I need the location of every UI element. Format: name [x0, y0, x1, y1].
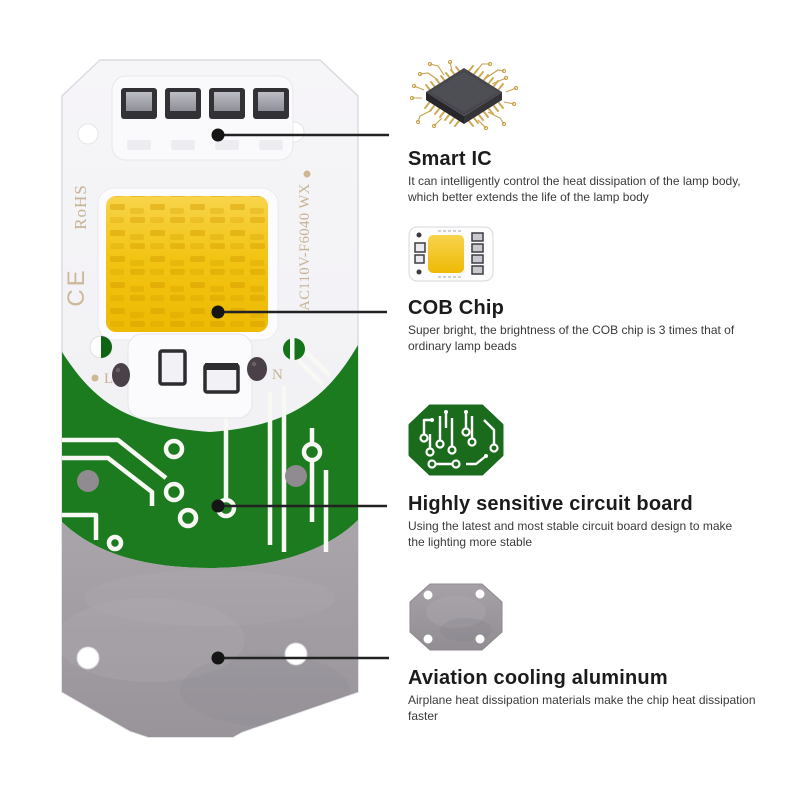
callout-dot-smart-ic [211, 128, 225, 142]
led-module: L N RoHS CE AC110V-F6040 WX [61, 59, 359, 738]
solder-pad-left [112, 363, 130, 387]
callout-dots [211, 128, 225, 665]
cob-led-panel [97, 187, 279, 341]
pcb-screw-right [283, 338, 305, 360]
terminal-n-label: N [272, 367, 283, 383]
module-hole-top-left [77, 123, 99, 145]
callout-title: Smart IC [408, 148, 492, 170]
callout-title: Aviation cooling aluminum [408, 667, 668, 689]
pcb-hole-right [285, 465, 307, 487]
pcb-screw-left [89, 335, 113, 359]
callout-title: Highly sensitive circuit board [408, 493, 693, 515]
callout-smart-ic: Smart IC It can intelligently control th… [408, 58, 780, 205]
callout-lines [218, 133, 389, 660]
smart-ic-chip-icon [408, 58, 780, 143]
callout-description: Using the latest and most stable circuit… [408, 519, 733, 550]
index-dot-right [303, 170, 311, 178]
model-marking: AC110V-F6040 WX [297, 183, 313, 310]
wire-terminal-panel: L N [91, 333, 283, 419]
aluminum-base-section [62, 520, 358, 737]
circuit-board-icon [408, 404, 780, 483]
aluminum-hole-left [76, 646, 100, 670]
callout-cooling-aluminum: Aviation cooling aluminum Airplane heat … [408, 582, 780, 724]
terminal-l-label: L [104, 371, 113, 387]
callout-dot-circuit-board [211, 499, 225, 513]
aluminum-plate-icon [408, 582, 780, 659]
driver-ic-chips [121, 88, 289, 119]
aluminum-sheen-2 [85, 570, 335, 626]
index-dot [91, 374, 99, 382]
solder-pad-right [247, 357, 267, 381]
cob-chip-icon [408, 224, 780, 289]
driver-panel-prints [127, 140, 283, 150]
driver-ic-panel [111, 75, 294, 161]
callout-description: Airplane heat dissipation materials make… [408, 693, 756, 724]
callout-circuit-board: Highly sensitive circuit board Using the… [408, 404, 780, 550]
callout-cob-chip: COB Chip Super bright, the brightness of… [408, 224, 780, 354]
pcb-traces [62, 350, 332, 552]
aluminum-hole-right [284, 642, 308, 666]
pcb-hole-left [77, 470, 99, 492]
rohs-marking: RoHS [71, 184, 90, 230]
terminal-socket-left [158, 349, 187, 386]
aluminum-sheen [62, 598, 245, 682]
ce-marking: CE [63, 267, 90, 306]
callout-dot-cob-chip [211, 305, 225, 319]
callout-description: Super bright, the brightness of the COB … [408, 323, 735, 354]
callout-dot-aluminum [211, 651, 225, 665]
callout-description: It can intelligently control the heat di… [408, 174, 741, 205]
aluminum-shade [180, 654, 350, 726]
callout-title: COB Chip [408, 297, 505, 319]
